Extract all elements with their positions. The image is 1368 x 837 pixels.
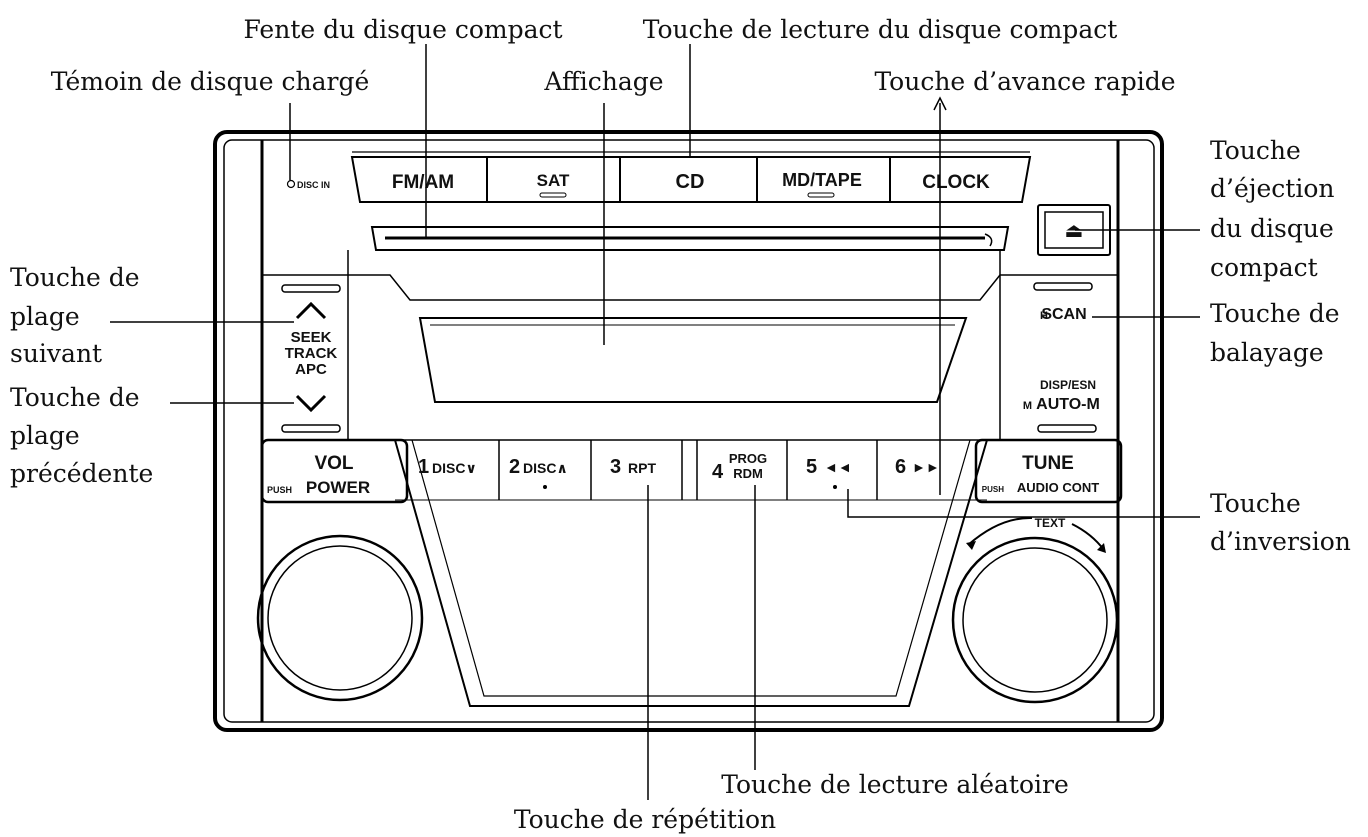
sat-button[interactable]: SAT <box>537 171 570 198</box>
text-arc: TEXT <box>966 516 1106 553</box>
callout-repeat: Touche de répétition <box>514 805 776 834</box>
cd-button[interactable]: CD <box>676 171 705 193</box>
svg-text:3: 3 <box>610 456 621 478</box>
svg-text:SAT: SAT <box>537 171 570 190</box>
svg-text:Touche de lecture du disque co: Touche de lecture du disque compact <box>643 15 1118 44</box>
svg-text:Touche de répétition: Touche de répétition <box>514 805 776 834</box>
eject-icon: ⏏ <box>1065 220 1084 242</box>
svg-text:Fente du disque compact: Fente du disque compact <box>243 15 562 44</box>
radio-chassis <box>213 130 1164 732</box>
svg-text:Touche: Touche <box>1210 136 1301 165</box>
svg-text:d’éjection: d’éjection <box>1210 174 1335 203</box>
svg-text:balayage: balayage <box>1210 338 1324 367</box>
lcd-display <box>418 317 968 403</box>
preset-1-button[interactable]: 1 DISC∨ <box>418 456 477 478</box>
callout-display: Affichage <box>543 67 663 96</box>
svg-text:Touche de lecture aléatoire: Touche de lecture aléatoire <box>721 770 1069 799</box>
svg-text:4: 4 <box>712 461 724 483</box>
svg-text:H: H <box>1040 310 1048 322</box>
svg-text:M: M <box>1023 400 1032 412</box>
svg-text:VOL: VOL <box>314 453 353 474</box>
svg-text:Touche de: Touche de <box>10 383 140 412</box>
clock-button[interactable]: CLOCK <box>922 172 990 193</box>
svg-text:PUSH: PUSH <box>982 485 1004 494</box>
svg-text:RPT: RPT <box>628 460 656 476</box>
leader-lines <box>110 44 1200 800</box>
svg-text:FM/AM: FM/AM <box>392 172 454 193</box>
svg-text:AUTO-M: AUTO-M <box>1036 396 1100 413</box>
svg-text:plage: plage <box>10 421 80 450</box>
callout-next-track: Touche de plage suivant <box>10 263 140 368</box>
callout-reverse: Touche d’inversion <box>1210 489 1351 556</box>
source-button-row <box>350 151 1032 203</box>
arrow-right-icon <box>1097 543 1106 553</box>
scan-button[interactable]: H SCAN <box>1033 282 1093 323</box>
callout-random: Touche de lecture aléatoire <box>721 770 1069 799</box>
svg-text:Témoin de disque chargé: Témoin de disque chargé <box>51 67 370 96</box>
disp-auto-m-button[interactable]: DISP/ESN M AUTO-M <box>1023 378 1100 433</box>
callout-disc-loaded: Témoin de disque chargé <box>51 67 370 96</box>
svg-text:DISP/ESN: DISP/ESN <box>1040 378 1096 392</box>
cd-slot <box>370 226 1010 251</box>
svg-text:Touche d’avance rapide: Touche d’avance rapide <box>874 67 1175 96</box>
svg-text:AUDIO CONT: AUDIO CONT <box>1017 480 1099 495</box>
svg-text:PROG: PROG <box>729 451 767 466</box>
svg-text:SCAN: SCAN <box>1041 306 1086 323</box>
svg-text:PUSH: PUSH <box>267 485 292 495</box>
svg-text:SEEK: SEEK <box>291 329 332 346</box>
tune-knob[interactable] <box>951 536 1119 704</box>
disc-in-indicator: DISC IN <box>286 179 330 190</box>
svg-text:DISC∨: DISC∨ <box>432 460 477 476</box>
svg-text:plage: plage <box>10 302 80 331</box>
svg-text:du disque: du disque <box>1210 214 1334 243</box>
preset-4-button[interactable]: 4 PROG RDM <box>712 451 767 483</box>
callout-eject: Touche d’éjection du disque compact <box>1210 136 1335 282</box>
svg-text:Touche: Touche <box>1210 489 1301 518</box>
svg-text:APC: APC <box>295 361 327 378</box>
svg-text:CLOCK: CLOCK <box>922 172 990 193</box>
svg-text:◄◄: ◄◄ <box>824 459 852 475</box>
svg-text:précédente: précédente <box>10 459 153 488</box>
callout-disc-slot: Fente du disque compact <box>243 15 562 44</box>
volume-knob[interactable] <box>256 534 424 702</box>
seek-track-rocker[interactable]: SEEK TRACK APC <box>281 284 341 433</box>
preset-2-button[interactable]: 2 DISC∧ <box>509 456 568 489</box>
svg-text:TUNE: TUNE <box>1022 453 1074 474</box>
preset-row <box>395 439 987 501</box>
svg-text:MD/TAPE: MD/TAPE <box>782 170 862 190</box>
svg-text:Touche de: Touche de <box>1210 299 1340 328</box>
preset-5-button[interactable]: 5 ◄◄ <box>806 456 852 489</box>
svg-text:DISC∧: DISC∧ <box>523 460 568 476</box>
svg-text:2: 2 <box>509 456 520 478</box>
svg-text:►►: ►► <box>912 459 940 475</box>
vol-power-button[interactable]: VOL PUSH POWER <box>260 438 409 504</box>
tune-audio-button[interactable]: TUNE PUSH AUDIO CONT <box>974 438 1123 504</box>
svg-text:RDM: RDM <box>733 466 763 481</box>
svg-text:Affichage: Affichage <box>543 67 663 96</box>
fm-am-button[interactable]: FM/AM <box>392 172 454 193</box>
callout-scan: Touche de balayage <box>1210 299 1340 367</box>
svg-text:suivant: suivant <box>10 339 102 368</box>
preset-3-button[interactable]: 3 RPT <box>610 456 656 478</box>
callout-fast-forward: Touche d’avance rapide <box>874 67 1175 96</box>
preset-6-button[interactable]: 6 ►► <box>895 456 940 478</box>
svg-text:CD: CD <box>676 171 705 193</box>
svg-text:POWER: POWER <box>306 478 370 497</box>
callout-previous-track: Touche de plage précédente <box>10 383 153 488</box>
svg-text:compact: compact <box>1210 253 1318 282</box>
svg-text:TRACK: TRACK <box>285 345 338 362</box>
svg-text:Touche de: Touche de <box>10 263 140 292</box>
svg-text:d’inversion: d’inversion <box>1210 527 1351 556</box>
svg-text:6: 6 <box>895 456 906 478</box>
md-tape-button[interactable]: MD/TAPE <box>782 170 862 198</box>
svg-text:5: 5 <box>806 456 817 478</box>
arrow-left-icon <box>966 541 976 550</box>
svg-text:1: 1 <box>418 456 429 478</box>
svg-text:DISC IN: DISC IN <box>297 180 330 190</box>
callout-cd-play: Touche de lecture du disque compact <box>643 15 1118 44</box>
svg-text:TEXT: TEXT <box>1035 516 1066 530</box>
